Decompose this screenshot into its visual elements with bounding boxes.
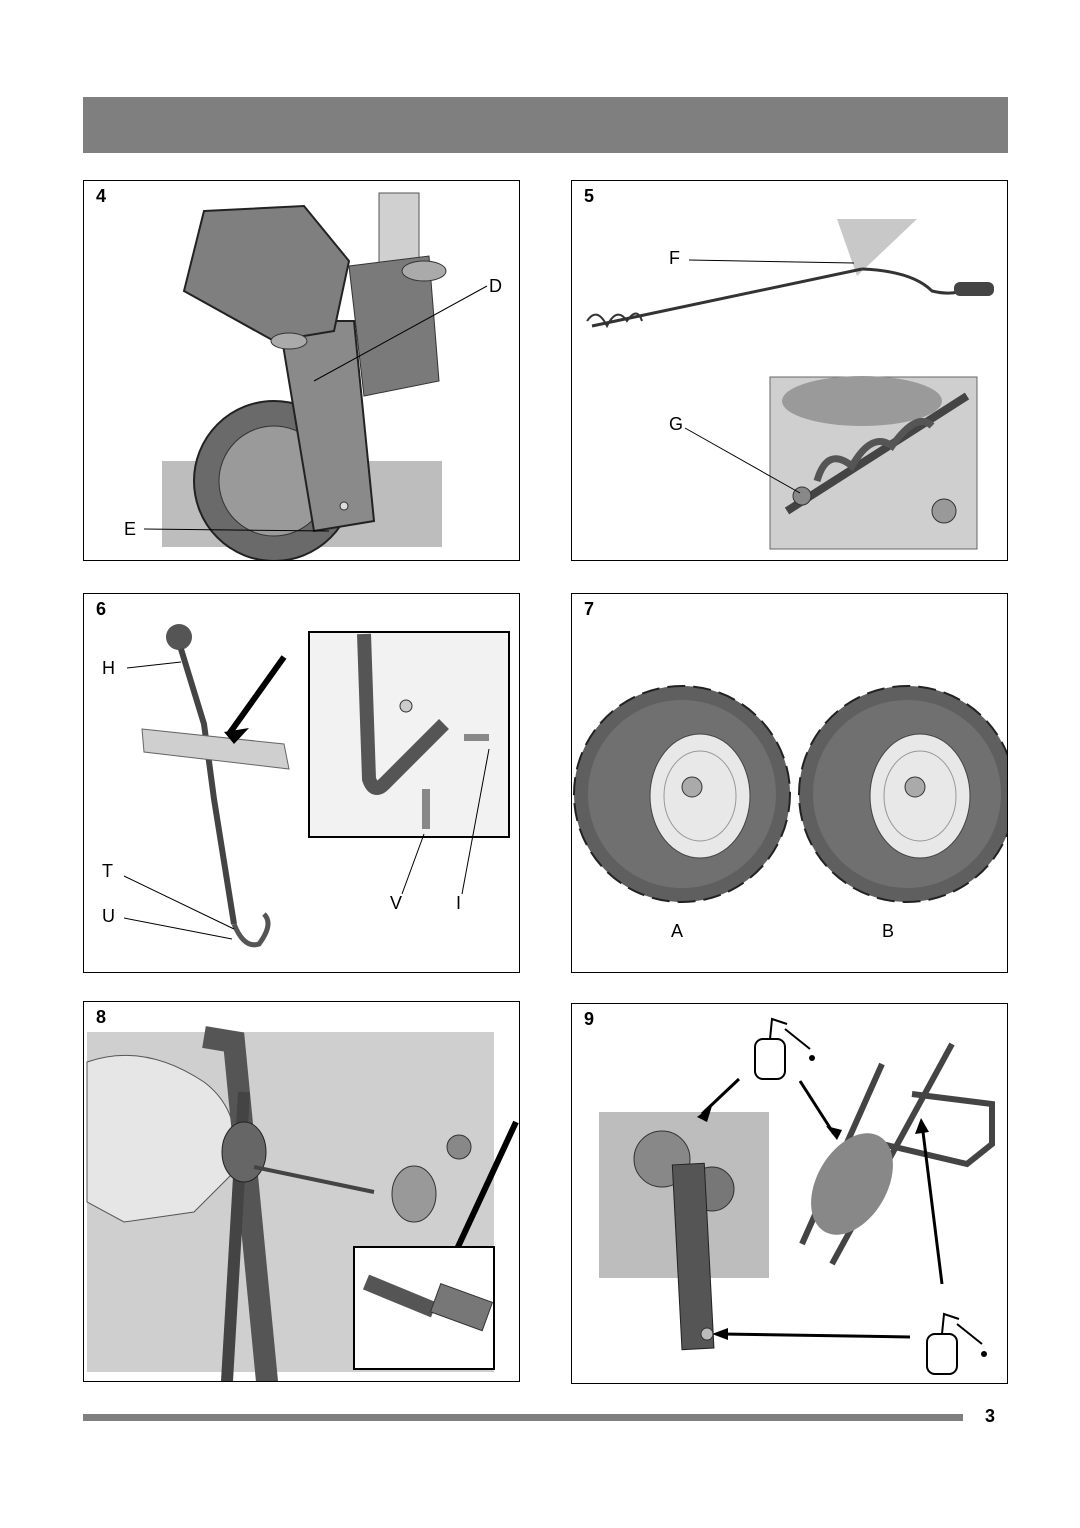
figure-9-panel: 9 [571, 1003, 1008, 1384]
label-b: B [882, 921, 895, 941]
label-t: T [102, 861, 113, 881]
label-i: I [456, 893, 462, 913]
figure-6-illustration [123, 624, 510, 948]
figure-4-illustration [143, 192, 488, 560]
label-g: G [669, 414, 684, 434]
figure-8-illustration [86, 1026, 519, 1381]
figure-6-panel: 6 H T U V I [83, 593, 520, 973]
figure-5-panel: 5 F G [571, 180, 1008, 561]
footer-bar [83, 1414, 963, 1421]
label-v: V [390, 893, 403, 913]
figure-number: 5 [584, 186, 595, 206]
figure-number: 6 [96, 599, 107, 619]
wheel-b [798, 685, 1007, 903]
oil-can-icon [754, 1017, 815, 1080]
oil-can-icon [926, 1312, 987, 1375]
wheel-a [573, 685, 791, 903]
figure-number: 4 [96, 186, 107, 206]
figure-9-illustration [599, 1017, 995, 1375]
label-e: E [124, 519, 137, 539]
figure-number: 8 [96, 1007, 107, 1027]
figure-5-illustration [586, 219, 994, 550]
figure-7-illustration [573, 685, 1007, 903]
figure-7-panel: 7 A B [571, 593, 1008, 973]
label-f: F [669, 248, 680, 268]
label-h: H [102, 658, 115, 678]
page-number: 3 [985, 1406, 996, 1426]
figure-number: 9 [584, 1009, 595, 1029]
figure-4-panel: 4 D E [83, 180, 520, 561]
figure-number: 7 [584, 599, 595, 619]
label-a: A [671, 921, 684, 941]
header-bar [83, 97, 1008, 153]
label-d: D [489, 276, 502, 296]
figure-8-panel: 8 [83, 1001, 520, 1382]
label-u: U [102, 906, 115, 926]
